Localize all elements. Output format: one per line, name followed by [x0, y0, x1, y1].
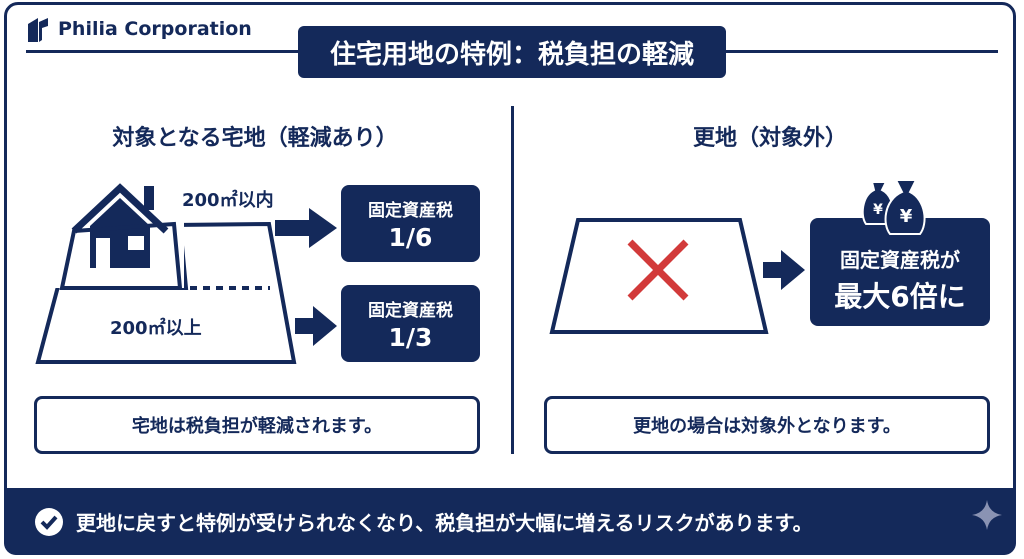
svg-text:¥: ¥	[873, 202, 883, 218]
tax-box-ratio: 1/6	[388, 222, 433, 252]
area-over-200-label: 200㎡以上	[110, 318, 202, 339]
money-bag-icon: ¥ ¥	[860, 180, 932, 236]
tax-box-ratio: 1/3	[388, 322, 433, 352]
area-within-200-label: 200㎡以内	[182, 190, 274, 211]
tax-box-label: 固定資産税	[368, 200, 453, 221]
brand-name: Philia Corporation	[58, 18, 252, 40]
vacant-land-illustration	[548, 216, 770, 336]
check-circle-icon	[34, 507, 64, 537]
arrow-right-icon	[295, 306, 337, 346]
right-heading: 更地（対象外）	[692, 126, 847, 151]
tax-box-label: 固定資産税が	[840, 247, 960, 272]
svg-text:¥: ¥	[900, 206, 913, 227]
footer-banner: 更地に戻すと特例が受けられなくなり、税負担が大幅に増えるリスクがあります。	[4, 488, 1016, 555]
arrow-right-icon	[763, 250, 805, 290]
red-x-icon	[626, 238, 690, 302]
building-logo-icon	[26, 16, 50, 42]
left-note: 宅地は税負担が軽減されます。	[34, 396, 480, 454]
column-divider	[511, 106, 514, 454]
page-title: 住宅用地の特例：税負担の軽減	[298, 26, 726, 78]
sparkle-icon	[972, 500, 1002, 530]
tax-box-one-third: 固定資産税 1/3	[341, 285, 480, 362]
arrow-right-icon	[275, 208, 337, 248]
tax-box-one-sixth: 固定資産税 1/6	[341, 185, 480, 262]
residential-land-illustration	[34, 176, 304, 366]
footer-text: 更地に戻すと特例が受けられなくなり、税負担が大幅に増えるリスクがあります。	[76, 511, 813, 535]
right-note: 更地の場合は対象外となります。	[544, 396, 990, 454]
tax-increase-box: 固定資産税が 最大6倍に	[810, 218, 990, 326]
tax-box-multiplier: 最大6倍に	[834, 279, 966, 313]
brand-logo: Philia Corporation	[26, 16, 252, 42]
left-heading: 対象となる宅地（軽減あり）	[112, 126, 398, 151]
tax-box-label: 固定資産税	[368, 300, 453, 321]
